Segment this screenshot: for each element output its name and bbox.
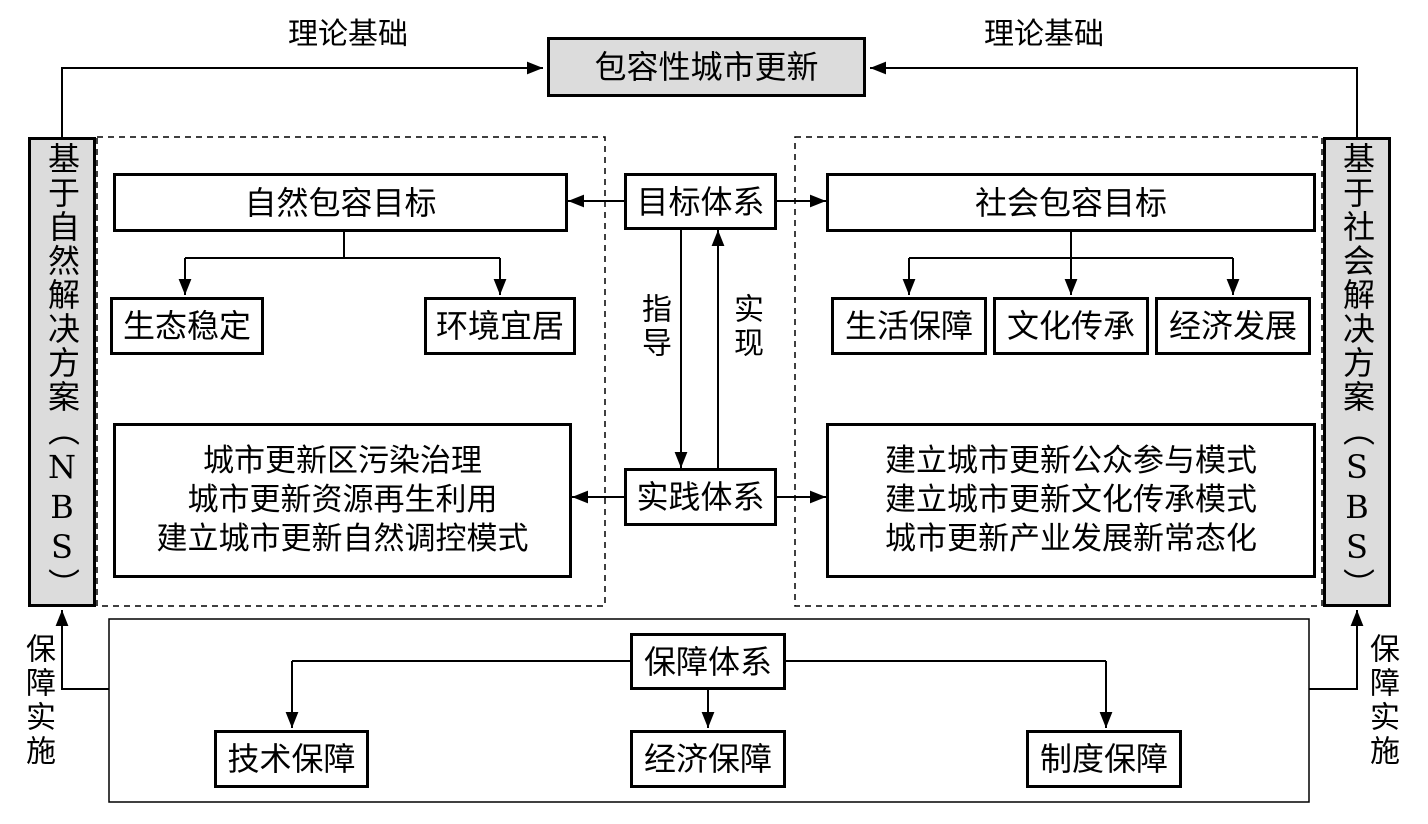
support-system-box: 保障体系 — [630, 633, 786, 690]
goal-system-box: 目标体系 — [624, 173, 777, 230]
social-practice-box: 建立城市更新公众参与模式 建立城市更新文化传承模式 城市更新产业发展新常态化 — [826, 423, 1316, 578]
right-support-arrow — [1309, 610, 1364, 690]
realize-label: 实现 — [728, 293, 763, 361]
social-practice-line-3: 城市更新产业发展新常态化 — [885, 520, 1257, 557]
inclusive-urban-renewal-box: 包容性城市更新 — [547, 37, 866, 97]
natural-practice-line-3: 建立城市更新自然调控模式 — [156, 520, 529, 557]
natural-practice-line-1: 城市更新区污染治理 — [203, 443, 482, 480]
natural-goal-box: 自然包容目标 — [113, 173, 568, 232]
ecological-stability-box: 生态稳定 — [110, 297, 264, 355]
support-frame — [108, 618, 1310, 803]
social-dashed-frame — [794, 136, 1323, 607]
livable-environment-box: 环境宜居 — [424, 297, 576, 355]
left-theory-arrow — [61, 61, 543, 137]
economic-development-box: 经济发展 — [1155, 297, 1311, 355]
left-support-label: 保障实施 — [20, 633, 55, 769]
social-goal-box: 社会包容目标 — [826, 173, 1316, 232]
social-practice-line-2: 建立城市更新文化传承模式 — [885, 482, 1257, 519]
right-support-label: 保障实施 — [1364, 633, 1399, 769]
left-support-arrow — [55, 610, 109, 690]
natural-practice-box: 城市更新区污染治理 城市更新资源再生利用 建立城市更新自然调控模式 — [113, 423, 572, 578]
institutional-support-box: 制度保障 — [1026, 730, 1182, 788]
sbs-box: 基于社会解决方案（SBS） — [1323, 137, 1391, 607]
nbs-box: 基于自然解决方案（NBS） — [28, 137, 96, 607]
guide-label: 指导 — [636, 293, 671, 361]
economic-support-box: 经济保障 — [630, 730, 786, 788]
right-theory-label: 理论基础 — [984, 17, 1104, 52]
natural-dashed-frame — [96, 136, 606, 607]
cultural-inheritance-box: 文化传承 — [993, 297, 1149, 355]
technical-support-box: 技术保障 — [214, 730, 369, 788]
right-theory-arrow — [870, 61, 1358, 137]
natural-practice-line-2: 城市更新资源再生利用 — [187, 482, 498, 519]
social-practice-line-1: 建立城市更新公众参与模式 — [885, 443, 1257, 480]
left-theory-label: 理论基础 — [288, 17, 408, 52]
livelihood-guarantee-box: 生活保障 — [831, 297, 987, 355]
practice-system-box: 实践体系 — [624, 468, 777, 526]
